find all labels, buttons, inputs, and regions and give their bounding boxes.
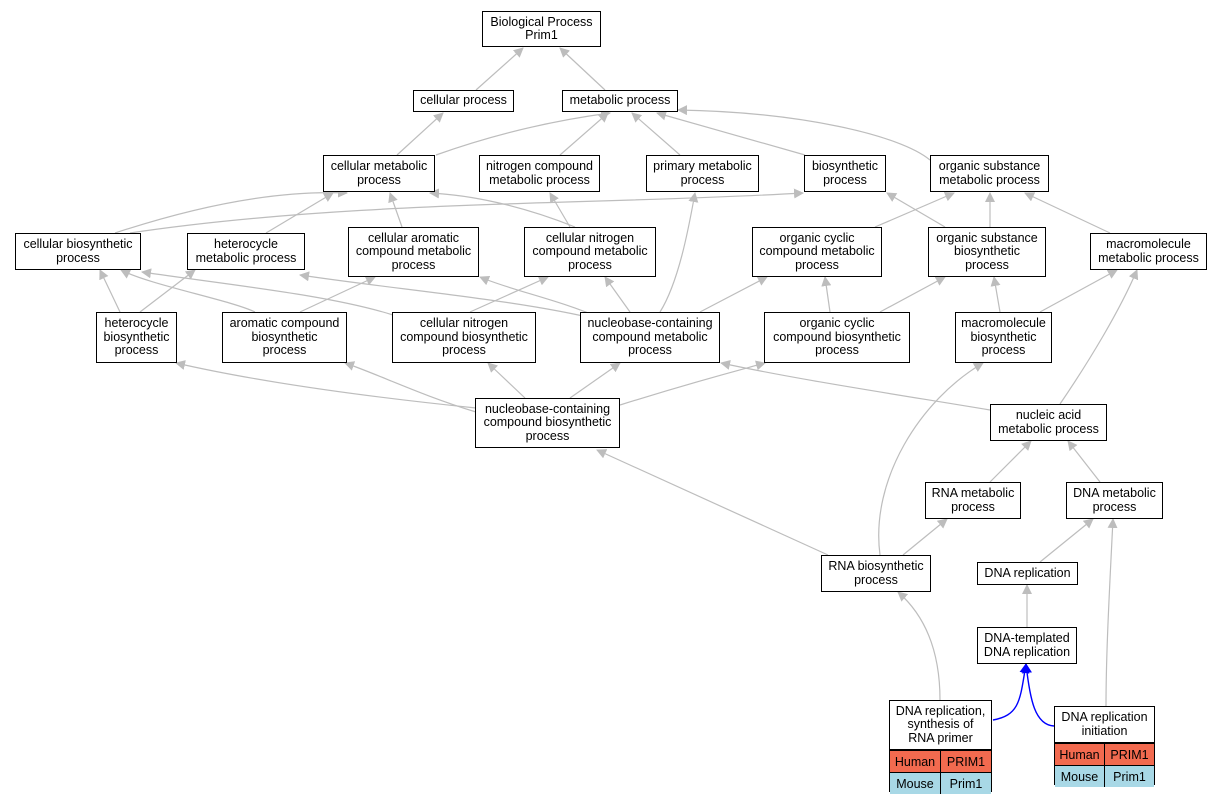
primer-title: DNA replication, synthesis of RNA primer bbox=[890, 701, 991, 750]
node-dna-metabolic-process[interactable]: DNA metabolic process bbox=[1066, 482, 1163, 519]
edge-12 bbox=[549, 192, 571, 228]
node-cellular-metabolic-process[interactable]: cellular metabolic process bbox=[323, 155, 435, 192]
initiation-human-row: Human PRIM1 bbox=[1055, 743, 1154, 765]
edge-28 bbox=[699, 276, 768, 313]
edge-48 bbox=[897, 591, 941, 701]
node-organic-substance-metabolic-process[interactable]: organic substance metabolic process bbox=[930, 155, 1049, 192]
node-rna-biosynthetic-process[interactable]: RNA biosynthetic process bbox=[821, 555, 931, 592]
node-organic-substance-biosynthetic-process[interactable]: organic substance biosynthetic process bbox=[928, 227, 1046, 277]
edge-2 bbox=[396, 112, 444, 156]
edge-0 bbox=[475, 47, 524, 91]
edge-32 bbox=[1039, 269, 1118, 313]
edge-35 bbox=[487, 362, 526, 399]
node-organic-cyclic-compound-metabolic-process[interactable]: organic cyclic compound metabolic proces… bbox=[752, 227, 882, 277]
edge-24 bbox=[604, 276, 631, 313]
node-dna-templated-dna-replication[interactable]: DNA-templated DNA replication bbox=[977, 627, 1077, 664]
edge-4 bbox=[559, 112, 609, 156]
edge-5 bbox=[631, 112, 681, 156]
edge-17 bbox=[129, 188, 804, 234]
node-cellular-nitrogen-compound-biosynthetic-process[interactable]: cellular nitrogen compound biosynthetic … bbox=[392, 312, 536, 363]
edge-7 bbox=[677, 105, 931, 161]
highlight-edge-0 bbox=[992, 663, 1030, 721]
edge-3 bbox=[435, 109, 611, 156]
initiation-mouse-gene: Prim1 bbox=[1104, 766, 1154, 787]
edge-25 bbox=[299, 271, 601, 321]
edge-33 bbox=[175, 360, 477, 409]
edge-20 bbox=[120, 269, 256, 313]
node-nitrogen-compound-metabolic-process[interactable]: nitrogen compound metabolic process bbox=[479, 155, 600, 192]
node-rna-metabolic-process[interactable]: RNA metabolic process bbox=[925, 482, 1021, 519]
node-nucleobase-containing-compound-metabolic-process[interactable]: nucleobase-containing compound metabolic… bbox=[580, 312, 720, 363]
node-heterocycle-metabolic-process[interactable]: heterocycle metabolic process bbox=[187, 233, 305, 270]
primer-human-gene: PRIM1 bbox=[940, 751, 991, 772]
edge-27 bbox=[659, 192, 699, 313]
node-organic-cyclic-compound-biosynthetic-process[interactable]: organic cyclic compound biosynthetic pro… bbox=[764, 312, 910, 363]
edge-21 bbox=[299, 276, 376, 313]
node-nucleobase-containing-compound-biosynthetic-process[interactable]: nucleobase-containing compound biosynthe… bbox=[475, 398, 620, 448]
edge-44 bbox=[596, 449, 829, 556]
node-dna-replication-initiation[interactable]: DNA replication initiation Human PRIM1 M… bbox=[1054, 706, 1155, 787]
edge-19 bbox=[139, 269, 196, 313]
node-cellular-aromatic-compound-metabolic-process[interactable]: cellular aromatic compound metabolic pro… bbox=[348, 227, 479, 277]
edge-38 bbox=[720, 360, 991, 411]
primer-mouse-row: Mouse Prim1 bbox=[890, 772, 991, 794]
primer-mouse-species: Mouse bbox=[896, 776, 934, 791]
edge-8 bbox=[114, 187, 348, 234]
node-heterocycle-biosynthetic-process[interactable]: heterocycle biosynthetic process bbox=[96, 312, 177, 363]
node-primary-metabolic-process[interactable]: primary metabolic process bbox=[646, 155, 759, 192]
node-cellular-biosynthetic-process[interactable]: cellular biosynthetic process bbox=[15, 233, 141, 270]
edge-29 bbox=[821, 276, 832, 313]
node-cellular-process[interactable]: cellular process bbox=[413, 90, 514, 112]
edge-47 bbox=[1105, 518, 1118, 707]
edge-11 bbox=[429, 188, 576, 228]
edge-16 bbox=[1024, 192, 1111, 234]
edge-30 bbox=[879, 276, 946, 313]
edge-45 bbox=[1039, 518, 1094, 563]
edge-6 bbox=[656, 110, 806, 156]
initiation-human-species: Human bbox=[1059, 747, 1100, 762]
primer-human-row: Human PRIM1 bbox=[890, 750, 991, 772]
node-metabolic-process[interactable]: metabolic process bbox=[562, 90, 678, 112]
edge-10 bbox=[388, 192, 403, 228]
edge-18 bbox=[99, 269, 121, 313]
edge-34 bbox=[344, 361, 477, 413]
node-biological-process-root[interactable]: Biological Process Prim1 bbox=[482, 11, 601, 47]
primer-mouse-gene: Prim1 bbox=[940, 773, 991, 794]
node-dna-replication[interactable]: DNA replication bbox=[977, 562, 1078, 585]
edge-41 bbox=[1067, 440, 1101, 483]
edge-9 bbox=[265, 192, 334, 234]
edge-36 bbox=[569, 362, 621, 399]
edge-43 bbox=[878, 362, 984, 556]
primer-human-species: Human bbox=[894, 754, 936, 769]
node-macromolecule-metabolic-process[interactable]: macromolecule metabolic process bbox=[1090, 233, 1207, 270]
initiation-mouse-row: Mouse Prim1 bbox=[1055, 765, 1154, 787]
edge-22 bbox=[141, 268, 394, 316]
edge-40 bbox=[989, 440, 1032, 483]
initiation-title: DNA replication initiation bbox=[1055, 707, 1154, 743]
node-cellular-nitrogen-compound-metabolic-process[interactable]: cellular nitrogen compound metabolic pro… bbox=[524, 227, 656, 277]
edge-37 bbox=[619, 360, 766, 406]
initiation-human-gene: PRIM1 bbox=[1104, 744, 1154, 765]
edge-42 bbox=[902, 518, 948, 556]
edge-14 bbox=[886, 192, 946, 228]
node-macromolecule-biosynthetic-process[interactable]: macromolecule biosynthetic process bbox=[955, 312, 1052, 363]
initiation-mouse-species: Mouse bbox=[1060, 769, 1099, 784]
edge-13 bbox=[874, 191, 955, 228]
node-aromatic-compound-biosynthetic-process[interactable]: aromatic compound biosynthetic process bbox=[222, 312, 347, 363]
edge-39 bbox=[1059, 269, 1139, 405]
edge-23 bbox=[469, 276, 549, 313]
edge-31 bbox=[990, 276, 1001, 313]
edge-1 bbox=[559, 47, 606, 91]
highlight-edge-1 bbox=[1022, 663, 1055, 727]
node-nucleic-acid-metabolic-process[interactable]: nucleic acid metabolic process bbox=[990, 404, 1107, 441]
node-biosynthetic-process[interactable]: biosynthetic process bbox=[804, 155, 886, 192]
node-dna-replication-synthesis-of-rna-primer[interactable]: DNA replication, synthesis of RNA primer… bbox=[889, 700, 992, 794]
